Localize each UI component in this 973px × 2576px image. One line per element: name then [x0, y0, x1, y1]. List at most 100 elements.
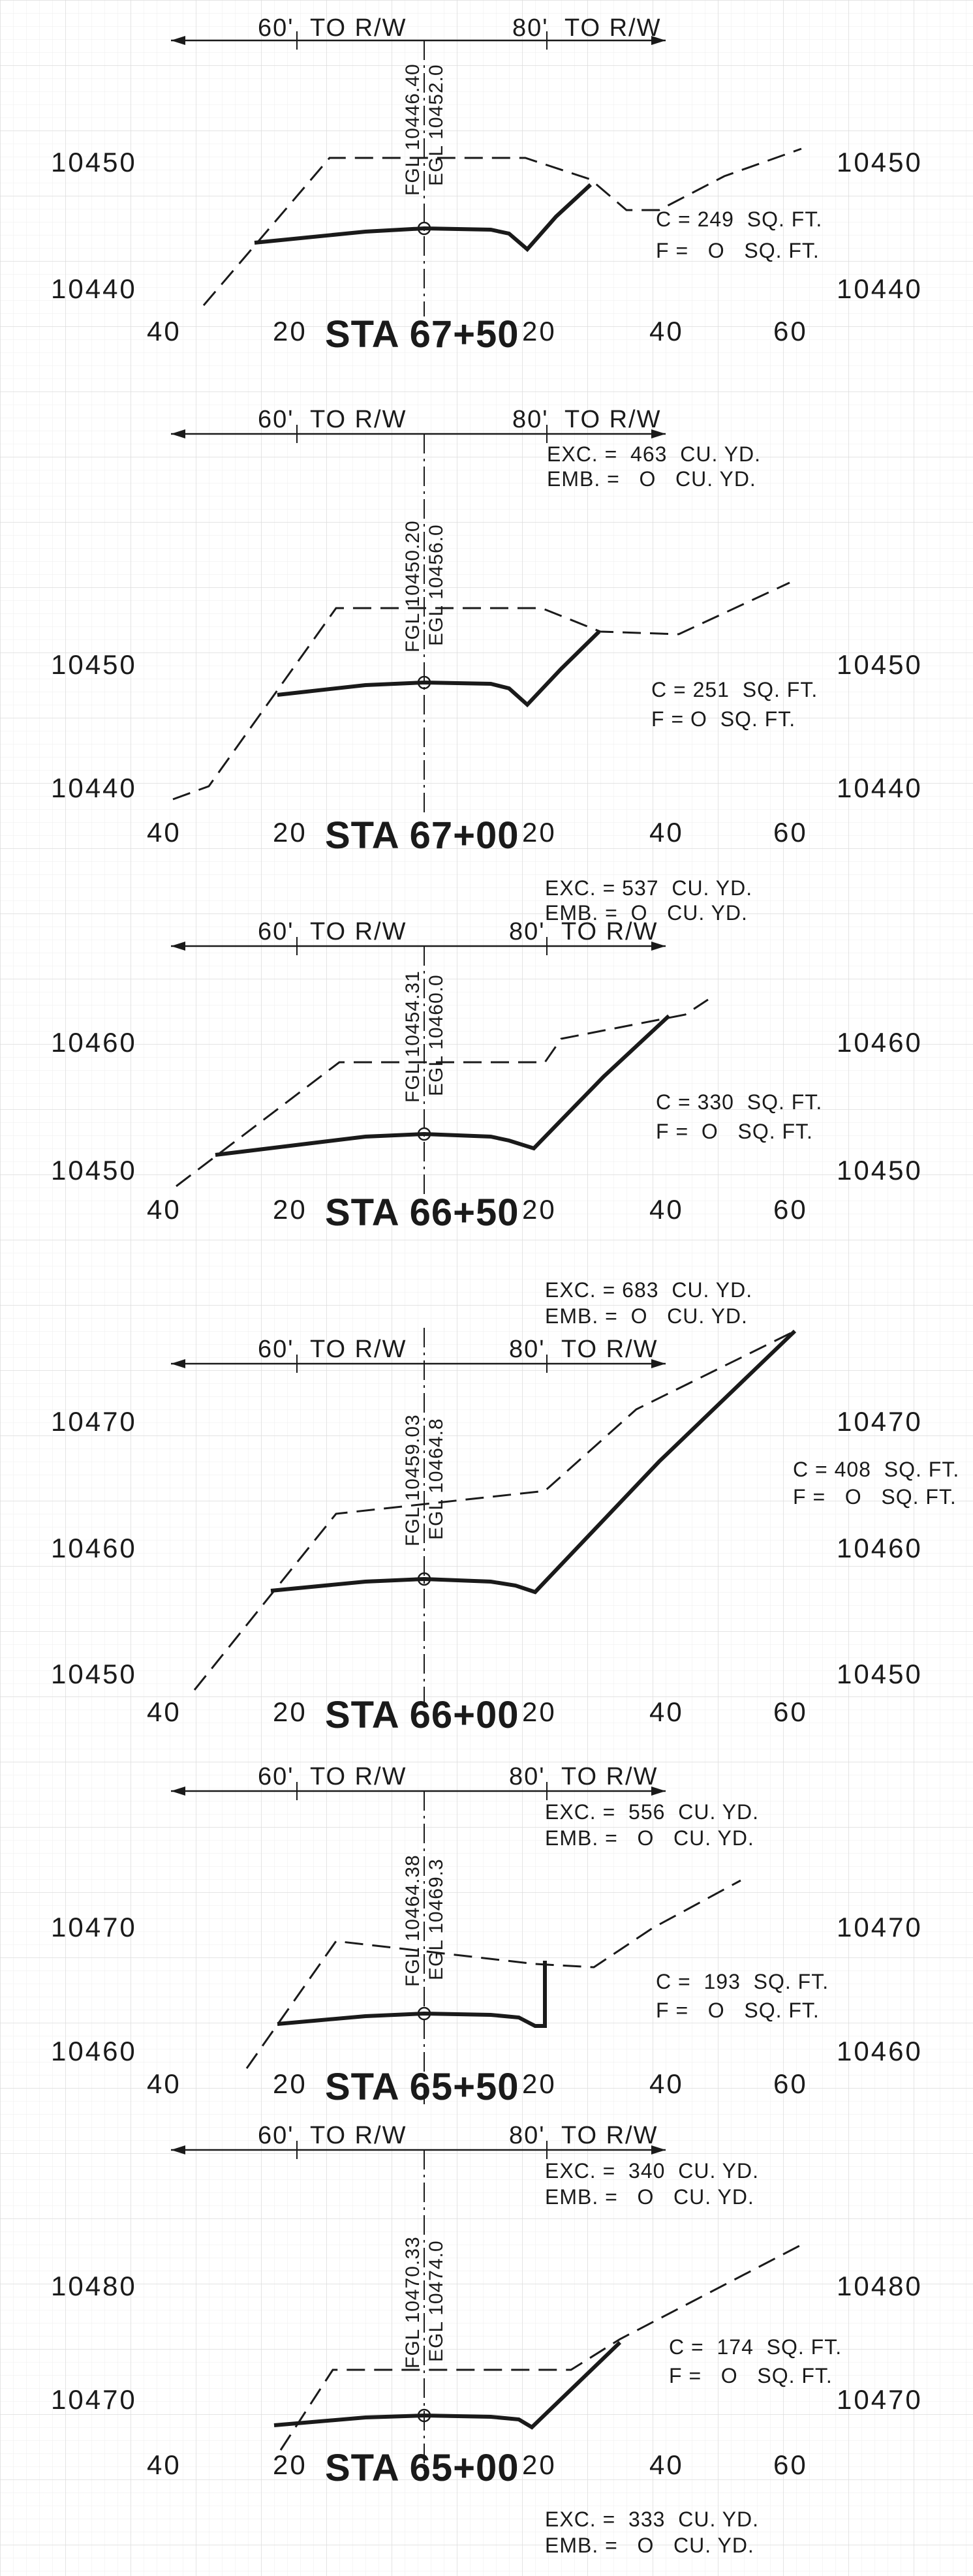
row-arrow-right	[651, 1359, 666, 1368]
elevation-lower-left: 10470	[51, 2384, 137, 2415]
egl-label: EGL 10469.3	[425, 1858, 447, 1980]
row-arrow-left	[171, 1359, 185, 1368]
existing-ground-line	[202, 147, 802, 306]
x-tick-right-60: 60	[773, 2449, 808, 2480]
x-tick-left-40: 40	[147, 2449, 181, 2480]
row-label-left: 60' TO R/W	[258, 14, 407, 42]
existing-ground-line	[245, 1879, 741, 2069]
x-tick-left-20: 20	[273, 1194, 307, 1225]
row-label-right: 80' TO R/W	[509, 1763, 658, 1790]
footer-excavation-volume: EXC. = 333 CU. YD.	[545, 2507, 759, 2531]
row-arrow-right	[651, 942, 666, 951]
cross-section-sta-66-50: EXC. = 537 CU. YD. EMB. = O CU. YD. 60' …	[51, 876, 923, 1234]
excavation-volume: EXC. = 340 CU. YD.	[545, 2159, 759, 2183]
existing-ground-line	[172, 581, 790, 801]
elevation-upper-right: 10470	[837, 1406, 923, 1437]
elevation-upper-right: 10470	[837, 1912, 923, 1942]
excavation-volume: EXC. = 463 CU. YD.	[547, 442, 761, 466]
row-arrow-left	[171, 2145, 185, 2154]
egl-label: EGL 10460.0	[425, 974, 447, 1096]
row-label-left: 60' TO R/W	[258, 1336, 407, 1363]
station-label: STA 65+50	[325, 2066, 519, 2108]
elevation-upper-left: 10450	[51, 147, 137, 177]
row-arrow-right	[651, 429, 666, 438]
embankment-volume: EMB. = O CU. YD.	[545, 1304, 748, 1328]
fill-area: F = O SQ. FT.	[793, 1485, 957, 1509]
elevation-upper-right: 10450	[837, 147, 923, 177]
row-label-left: 60' TO R/W	[258, 1763, 407, 1790]
fgl-label: FGL 10450.20	[402, 520, 424, 652]
cross-section-sta-67-50: 60' TO R/W 80' TO R/W FGL 10446.40 EGL 1…	[51, 14, 923, 356]
centerline-grade-point	[417, 1572, 431, 1586]
embankment-volume: EMB. = O CU. YD.	[545, 901, 748, 925]
elevation-mid-left: 10460	[51, 1533, 137, 1563]
x-tick-right-20: 20	[522, 316, 557, 346]
elevation-lower-left: 10440	[51, 273, 137, 304]
elevation-lower-left: 10450	[51, 1155, 137, 1186]
elevation-lower-left: 10460	[51, 2036, 137, 2066]
row-label-right: 80' TO R/W	[512, 406, 661, 433]
elevation-upper-left: 10480	[51, 2271, 137, 2301]
fill-area: F = O SQ. FT.	[656, 1120, 813, 1143]
station-label: STA 66+50	[325, 1191, 519, 1234]
finished-grade-line	[273, 2340, 622, 2430]
row-arrow-left	[171, 36, 185, 45]
fgl-label: FGL 10470.33	[402, 2236, 424, 2369]
existing-ground-line	[193, 1330, 795, 1691]
finished-grade-line	[270, 1329, 797, 1595]
x-tick-left-20: 20	[273, 817, 307, 848]
x-tick-right-60: 60	[773, 1696, 808, 1727]
x-tick-right-20: 20	[522, 2449, 557, 2480]
finished-grade-line	[277, 630, 601, 708]
x-tick-left-20: 20	[273, 1696, 307, 1727]
excavation-volume: EXC. = 683 CU. YD.	[545, 1278, 752, 1302]
row-label-left: 60' TO R/W	[258, 2122, 407, 2149]
centerline-grade-point	[417, 1127, 431, 1141]
row-label-right: 80' TO R/W	[512, 14, 661, 42]
x-tick-left-20: 20	[273, 2449, 307, 2480]
elevation-lower-left: 10440	[51, 773, 137, 803]
elevation-upper-right: 10450	[837, 649, 923, 680]
row-label-right: 80' TO R/W	[509, 1336, 658, 1363]
fgl-label: FGL 10459.03	[402, 1414, 424, 1546]
egl-label: EGL 10474.0	[425, 2240, 447, 2362]
x-tick-right-40: 40	[649, 2449, 684, 2480]
elevation-mid-right: 10460	[837, 1533, 923, 1563]
x-tick-left-40: 40	[147, 1696, 181, 1727]
elevation-lower-right: 10470	[837, 2384, 923, 2415]
x-tick-right-20: 20	[522, 1194, 557, 1225]
row-arrow-right	[651, 1786, 666, 1796]
centerline-grade-point	[417, 2408, 431, 2423]
row-label-right: 80' TO R/W	[509, 2122, 658, 2149]
elevation-upper-right: 10480	[837, 2271, 923, 2301]
cross-section-sta-67-00: 60' TO R/W 80' TO R/W EXC. = 463 CU. YD.…	[51, 406, 923, 857]
x-tick-left-40: 40	[147, 1194, 181, 1225]
cut-area: C = 330 SQ. FT.	[656, 1090, 822, 1114]
elevation-upper-left: 10450	[51, 649, 137, 680]
embankment-volume: EMB. = O CU. YD.	[545, 2185, 754, 2209]
station-label: STA 67+00	[325, 814, 519, 857]
finished-grade-line	[254, 183, 593, 253]
cross-section-sta-65-00: 60' TO R/W 80' TO R/W EXC. = 340 CU. YD.…	[51, 2122, 923, 2557]
station-label: STA 66+00	[325, 1694, 519, 1736]
x-tick-left-40: 40	[147, 316, 181, 346]
x-tick-right-40: 40	[649, 817, 684, 848]
elevation-lower-right: 10450	[837, 1659, 923, 1689]
x-tick-right-20: 20	[522, 1696, 557, 1727]
excavation-volume: EXC. = 556 CU. YD.	[545, 1800, 759, 1824]
x-tick-left-20: 20	[273, 316, 307, 346]
row-label-left: 60' TO R/W	[258, 406, 407, 433]
x-tick-right-20: 20	[522, 2068, 557, 2099]
existing-ground-line	[176, 998, 709, 1188]
cross-section-sta-65-50: 60' TO R/W 80' TO R/W EXC. = 556 CU. YD.…	[51, 1763, 923, 2108]
row-arrow-right	[651, 2145, 666, 2154]
egl-label: EGL 10464.8	[425, 1418, 447, 1540]
egl-label: EGL 10452.0	[425, 64, 447, 186]
x-tick-right-40: 40	[649, 1696, 684, 1727]
existing-ground-line	[279, 2245, 800, 2451]
embankment-volume: EMB. = O CU. YD.	[547, 467, 756, 491]
x-tick-right-40: 40	[649, 1194, 684, 1225]
elevation-upper-right: 10460	[837, 1027, 923, 1058]
cut-area: C = 249 SQ. FT.	[656, 207, 822, 231]
excavation-volume: EXC. = 537 CU. YD.	[545, 876, 752, 900]
